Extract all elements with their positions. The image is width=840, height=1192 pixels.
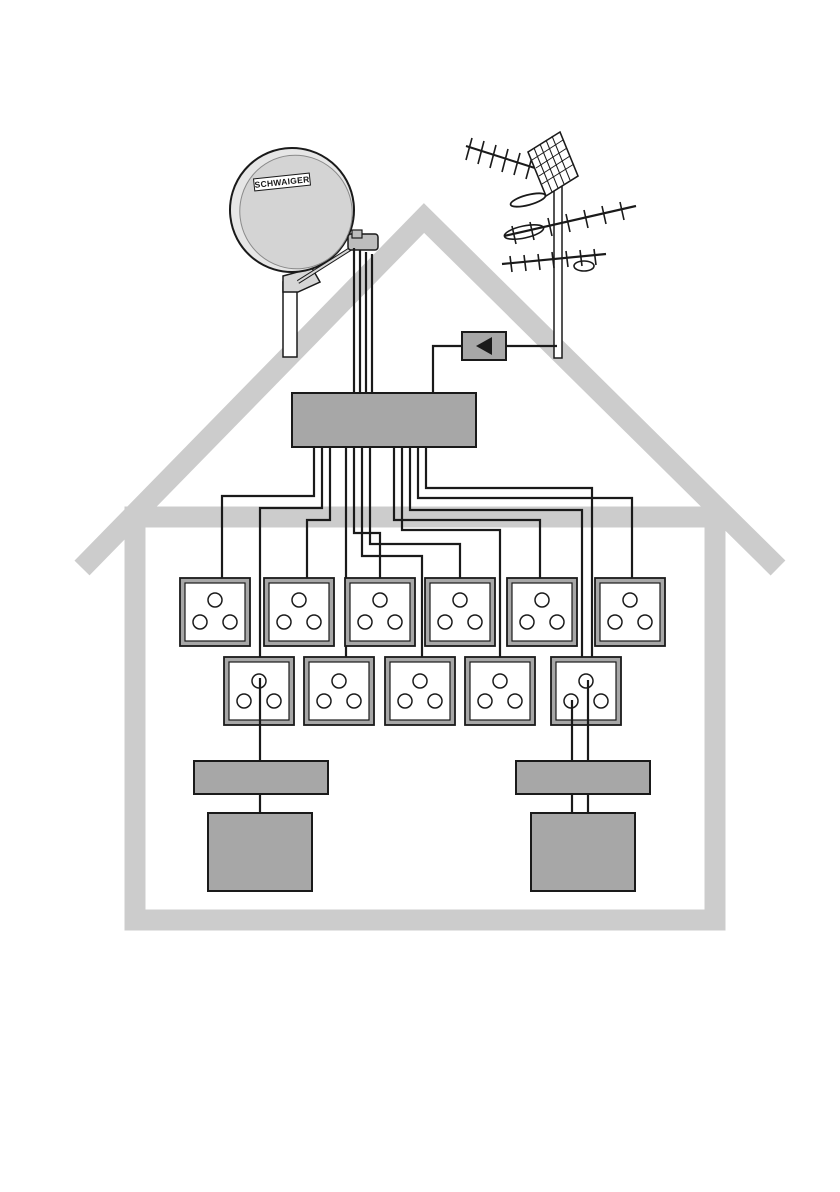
wall-socket [304, 657, 374, 725]
wall-socket [595, 578, 665, 646]
wall-socket [507, 578, 577, 646]
twin-receiver [516, 761, 650, 794]
receiver [194, 761, 328, 794]
wall-socket [425, 578, 495, 646]
tv [208, 813, 312, 891]
tv [531, 813, 635, 891]
amplifier [462, 332, 506, 360]
wall-socket [264, 578, 334, 646]
wall-socket [180, 578, 250, 646]
terrestrial-antenna [466, 132, 636, 358]
wall-socket [465, 657, 535, 725]
grid-reflector [528, 132, 578, 196]
wall-socket [385, 657, 455, 725]
wall-socket [345, 578, 415, 646]
multiswitch [292, 393, 476, 447]
wall-socket [551, 657, 621, 725]
satellite-dish: SCHWAIGER [208, 126, 378, 357]
